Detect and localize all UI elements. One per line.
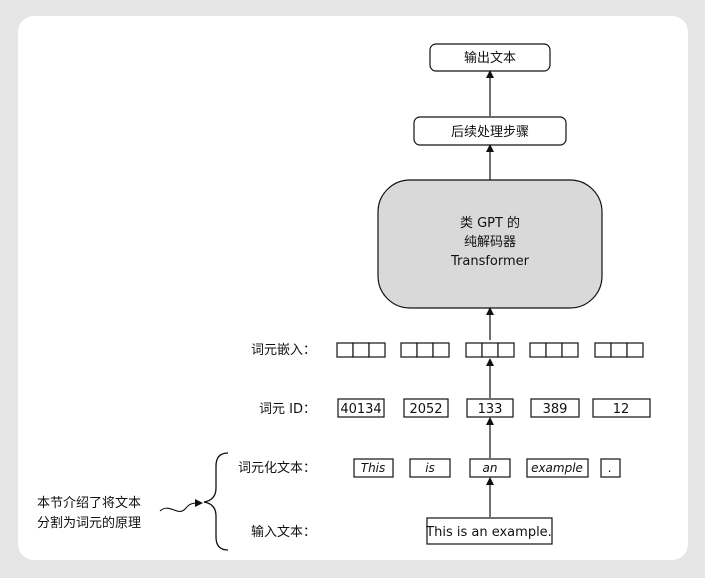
annotation-line-2: 分割为词元的原理 [37, 515, 141, 531]
output-text-label: 输出文本 [464, 50, 516, 66]
token-text: example [531, 461, 583, 475]
embeddings-label: 词元嵌入： [251, 343, 316, 358]
token-id-value: 133 [478, 402, 503, 417]
token-id-value: 12 [613, 402, 630, 417]
transformer-line-1: 类 GPT 的 [460, 215, 520, 231]
token-id-value: 40134 [340, 402, 381, 417]
token-id-value: 389 [543, 402, 568, 417]
input-text-value: This is an example. [425, 525, 552, 540]
annotation-line-1: 本节介绍了将文本 [37, 496, 141, 511]
embedding-vector [400, 342, 450, 358]
curly-brace [203, 452, 229, 551]
postprocess-node: 后续处理步骤 [413, 116, 567, 146]
postprocess-label: 后续处理步骤 [451, 125, 529, 140]
embedding-vector [465, 342, 515, 358]
input-text-node: This is an example. [425, 517, 553, 545]
token-text: an [483, 461, 498, 475]
token-ids-label: 词元 ID： [259, 402, 316, 417]
embedding-vector [594, 342, 644, 358]
annotation-arrow [159, 499, 203, 512]
token-text: is [425, 461, 435, 475]
transformer-node: 类 GPT 的 纯解码器 Transformer [377, 179, 603, 309]
transformer-line-3: Transformer [450, 254, 530, 269]
token-id-value: 2052 [409, 402, 442, 417]
input-text-label: 输入文本： [251, 524, 316, 540]
embedding-vectors [336, 342, 644, 358]
token-id-boxes: 40134 2052 133 389 12 [337, 398, 651, 418]
token-boxes: This is an example . [353, 458, 621, 478]
embedding-vector [336, 342, 386, 358]
tokenized-text-label: 词元化文本： [238, 461, 316, 476]
output-text-node: 输出文本 [429, 43, 551, 72]
token-text: . [608, 461, 612, 475]
transformer-line-2: 纯解码器 [464, 235, 516, 250]
token-text: This [361, 461, 386, 475]
embedding-vector [529, 342, 579, 358]
